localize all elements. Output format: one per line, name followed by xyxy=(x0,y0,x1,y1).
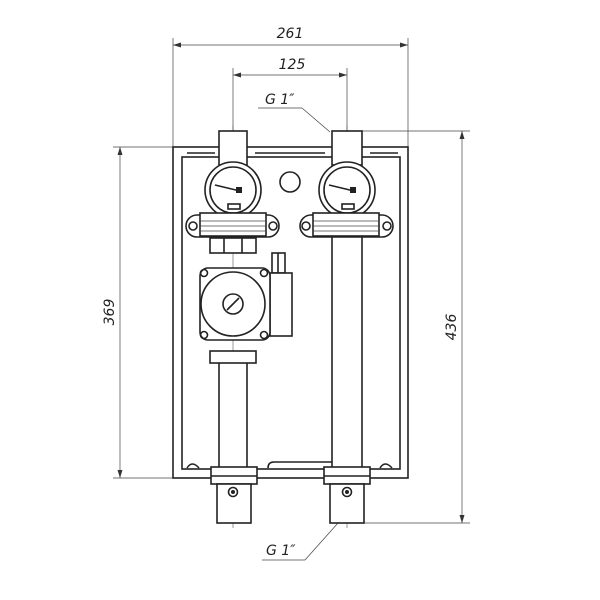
mounting-hole xyxy=(279,171,301,193)
dimension-label-125: 125 xyxy=(279,57,306,73)
circulation-pump xyxy=(199,252,293,341)
thread-label-bottom: G 1″ xyxy=(266,543,296,559)
supply-line-left xyxy=(209,130,257,469)
dimension-panel-height: 369 xyxy=(102,146,173,479)
dimension-label-369: 369 xyxy=(102,299,118,326)
thread-callout-top: G 1″ xyxy=(258,92,331,133)
mounting-panel xyxy=(172,146,409,479)
bottom-fitting-left xyxy=(210,466,258,524)
thread-callout-bottom: G 1″ xyxy=(262,522,339,561)
bracket-left xyxy=(185,212,280,238)
thermometer-gauge-right xyxy=(318,161,376,219)
return-line-right xyxy=(331,130,363,469)
bracket-right xyxy=(299,212,394,238)
dimension-overall-width: 261 xyxy=(172,26,409,147)
dimension-label-436: 436 xyxy=(444,314,460,341)
thermometer-gauge-left xyxy=(204,161,262,219)
dimension-label-261: 261 xyxy=(277,26,304,42)
thread-label-top: G 1″ xyxy=(265,92,295,108)
dimension-pipe-spacing: 125 xyxy=(232,57,348,131)
dimension-overall-height: 436 xyxy=(347,130,470,524)
bottom-fitting-right xyxy=(323,466,371,524)
